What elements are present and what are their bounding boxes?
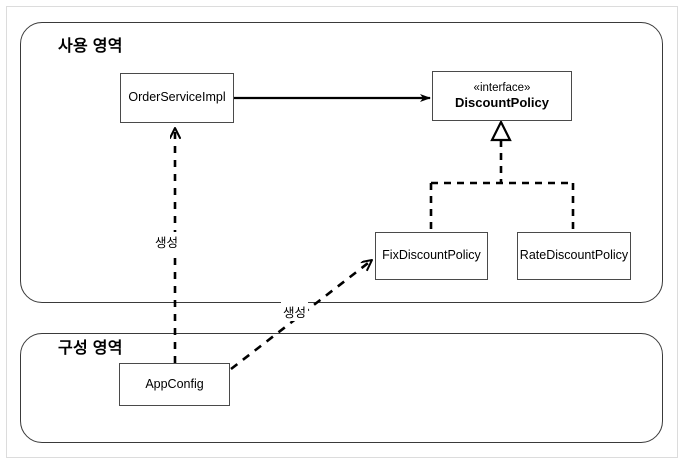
class-name-appconfig: AppConfig xyxy=(145,376,204,391)
class-box-orderserviceimpl[interactable]: OrderServiceImpl xyxy=(120,73,234,123)
class-name-orderserviceimpl: OrderServiceImpl xyxy=(128,90,226,105)
region-usage-title: 사용 영역 xyxy=(58,38,123,55)
region-config-title: 구성 영역 xyxy=(58,340,123,357)
class-box-fixdiscountpolicy[interactable]: FixDiscountPolicy xyxy=(375,232,488,280)
edge-label-create-orderservice: 생성 xyxy=(153,232,181,251)
stereotype-interface: «interface» xyxy=(473,81,531,94)
class-name-fixdiscountpolicy: FixDiscountPolicy xyxy=(382,248,481,263)
edge-label-create-fixdiscount: 생성 xyxy=(281,302,309,321)
class-name-ratediscountpolicy: RateDiscountPolicy xyxy=(519,248,629,263)
class-box-discountpolicy[interactable]: «interface» DiscountPolicy xyxy=(432,71,572,121)
class-name-discountpolicy: DiscountPolicy xyxy=(455,95,549,111)
class-box-appconfig[interactable]: AppConfig xyxy=(119,363,230,406)
class-box-ratediscountpolicy[interactable]: RateDiscountPolicy xyxy=(517,232,631,280)
